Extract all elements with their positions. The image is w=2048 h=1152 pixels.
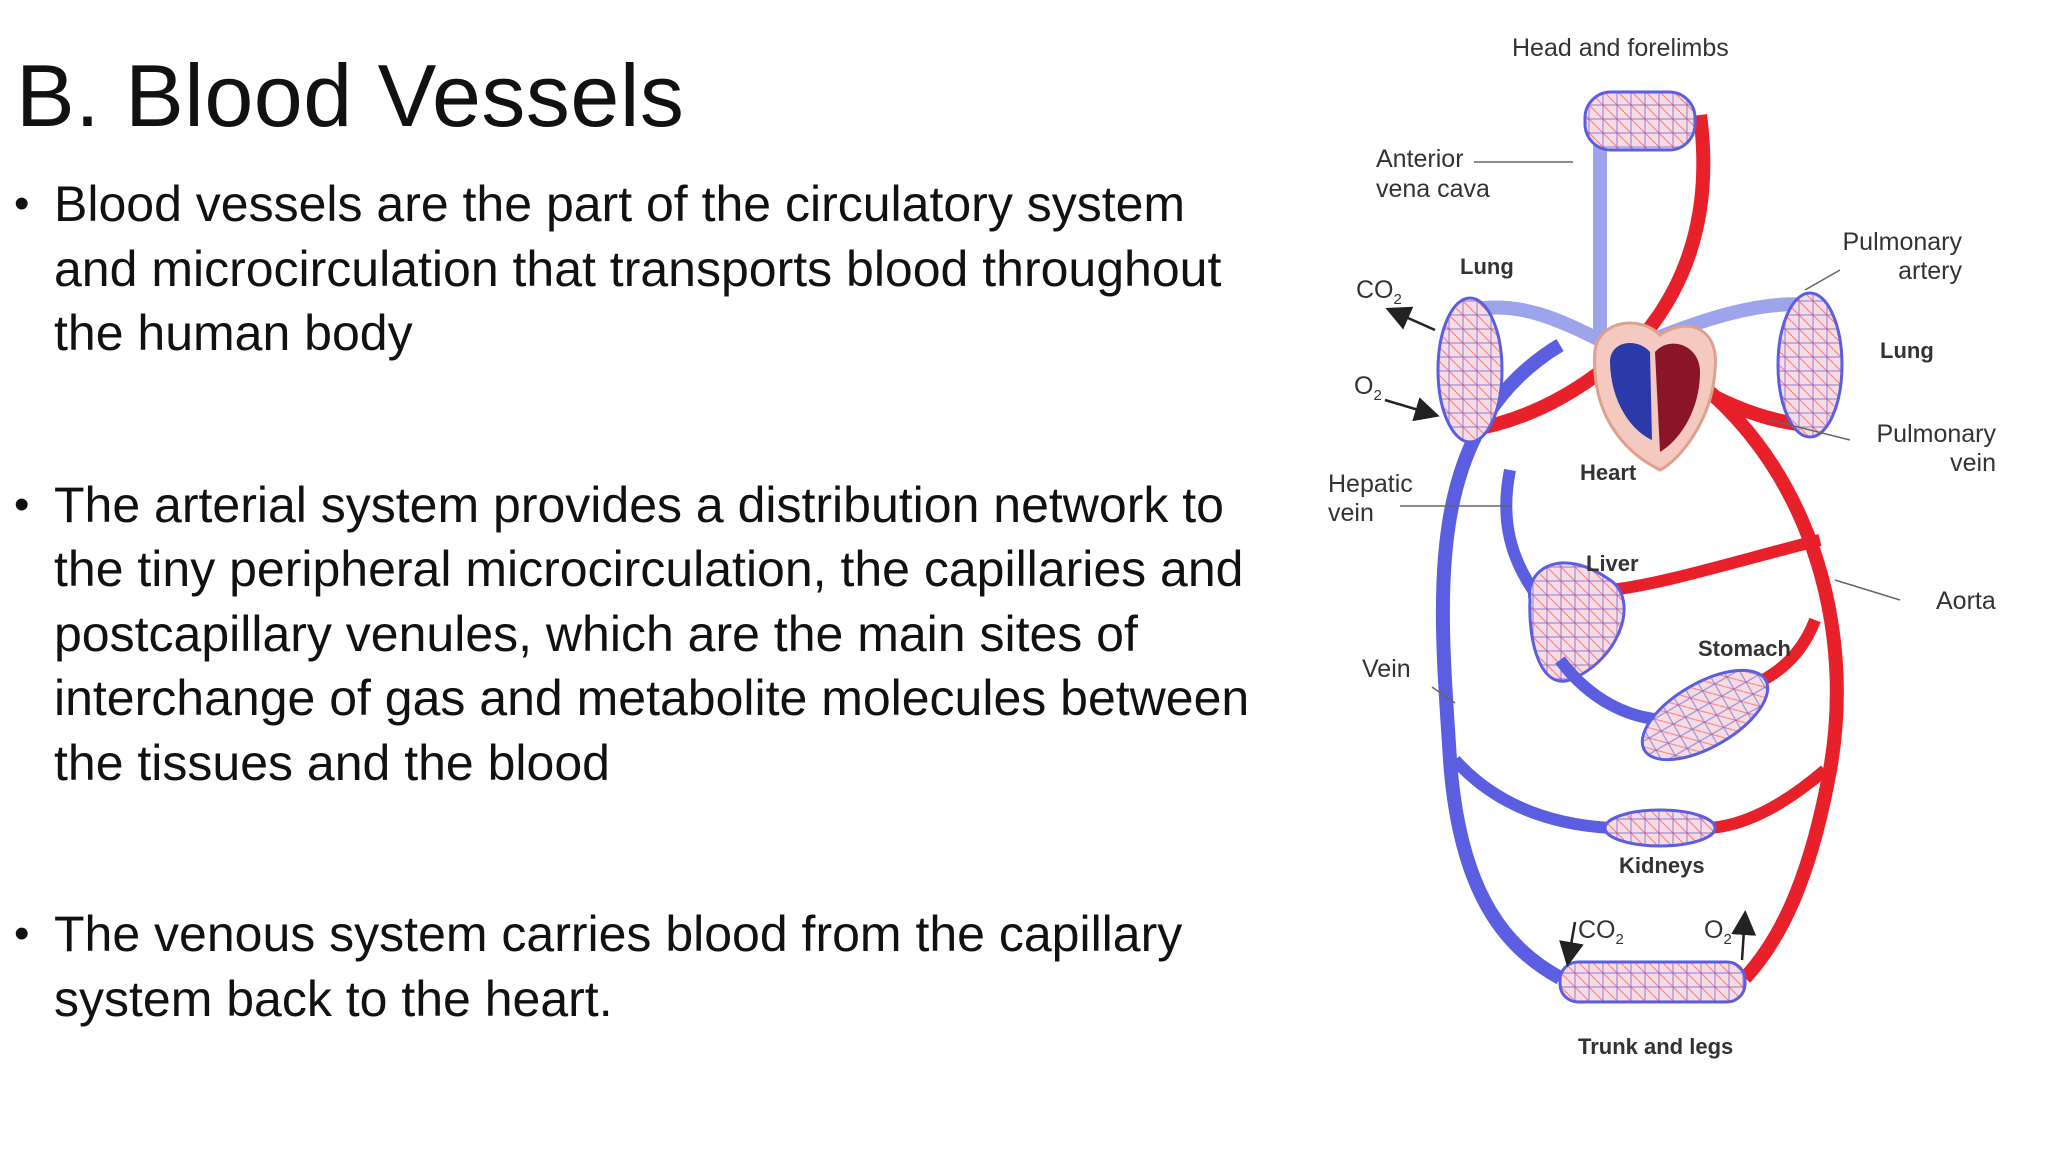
co2-lung-arrow [1385, 306, 1436, 332]
bullet-dot-icon: • [14, 179, 30, 228]
head-capillaries [1583, 90, 1697, 152]
bullet-dot-icon: • [14, 909, 30, 958]
label-o2-trunk: O2 [1704, 916, 1732, 948]
label-heart: Heart [1580, 460, 1637, 485]
bullet-text: The venous system carries blood from the… [54, 906, 1183, 1027]
bullet-text: Blood vessels are the part of the circul… [54, 176, 1222, 361]
trunk-capillaries [1558, 960, 1747, 1004]
co2-trunk-arrow [1559, 921, 1584, 967]
o2-lung-arrow [1384, 397, 1440, 422]
bullet-item: • The venous system carries blood from t… [14, 902, 1254, 1031]
label-lung-right: Lung [1880, 338, 1934, 363]
label-co2-lung: CO2 [1356, 276, 1402, 308]
aorta [1636, 338, 1844, 983]
lung-right-capillaries [1776, 291, 1844, 439]
label-lung-left: Lung [1460, 254, 1514, 279]
bullet-dot-icon: • [14, 479, 30, 529]
bullet-item: • The arterial system provides a distrib… [14, 473, 1254, 796]
kidney-vessel-in [1709, 765, 1829, 834]
bullet-text: The arterial system provides a distribut… [54, 476, 1250, 791]
head-artery [1634, 114, 1711, 345]
o2-trunk-arrow [1731, 910, 1757, 961]
label-vein: Vein [1362, 655, 1411, 683]
slide-title: B. Blood Vessels [16, 46, 685, 145]
liver-vessel-in [1609, 534, 1822, 596]
label-stomach: Stomach [1698, 636, 1791, 661]
label-o2-lung: O2 [1354, 372, 1382, 404]
lung-left-capillaries [1436, 296, 1504, 444]
label-aorta: Aorta [1936, 587, 1996, 615]
kidney-capillaries [1603, 808, 1717, 848]
label-head: Head and forelimbs [1512, 34, 1729, 62]
label-trunk: Trunk and legs [1578, 1034, 1733, 1059]
label-liver: Liver [1586, 551, 1639, 576]
label-kidneys: Kidneys [1619, 853, 1705, 878]
stomach-capillaries [1640, 668, 1770, 762]
liver-capillaries [1528, 561, 1626, 683]
kidney-vessel-out [1450, 755, 1611, 834]
bullet-list: • Blood vessels are the part of the circ… [14, 172, 1254, 1031]
label-co2-trunk: CO2 [1578, 916, 1624, 948]
bullet-item: • Blood vessels are the part of the circ… [14, 172, 1254, 366]
heart-icon [1593, 321, 1718, 472]
